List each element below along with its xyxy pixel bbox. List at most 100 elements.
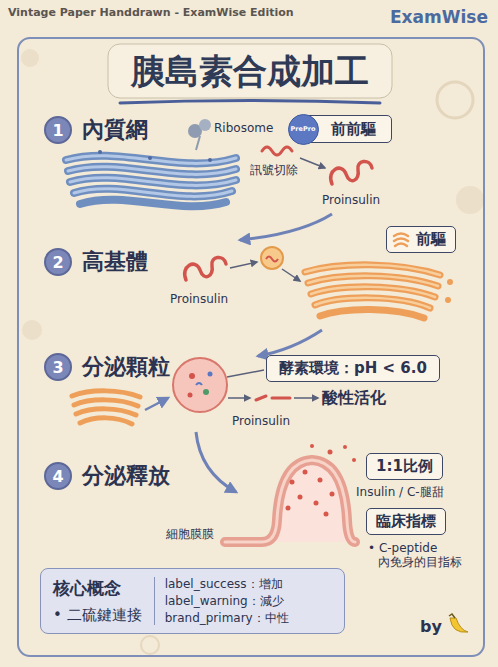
- small-arrow: [294, 397, 318, 399]
- secretory-granule: [196, 383, 202, 385]
- legend-note: brand_primary：中性: [165, 610, 289, 627]
- endoplasmic-reticulum: [74, 189, 232, 197]
- exocytosis: [310, 444, 314, 448]
- ribosome: [188, 119, 211, 150]
- exocytosis: [343, 445, 347, 449]
- process-label: 訊號切除: [250, 163, 298, 177]
- exocytosis: [328, 450, 333, 455]
- step-number: 4: [44, 462, 72, 490]
- step-digit: 3: [52, 358, 63, 377]
- paper-stains: [437, 82, 473, 118]
- banana-icon: [450, 618, 468, 632]
- page-frame: [18, 38, 484, 656]
- golgi-apparatus: [305, 265, 453, 318]
- clinical-note: • C-peptide 內免身的目指标: [368, 541, 472, 570]
- ratio-box: 1:1比例: [366, 453, 443, 480]
- signal-peptide: [262, 147, 292, 155]
- title-frame: [108, 44, 392, 98]
- molecule-label: Proinsulin: [232, 414, 290, 428]
- transport-vesicle: [266, 257, 278, 262]
- small-arrow: [228, 397, 250, 399]
- part-label: Ribosome: [214, 121, 273, 135]
- process-label: 酸性活化: [322, 388, 386, 407]
- step-heading: 內質網: [82, 117, 148, 143]
- golgi-small: [80, 418, 132, 424]
- paper-stains: [21, 49, 484, 654]
- endoplasmic-reticulum: [74, 189, 232, 197]
- secretory-granule: [173, 358, 227, 412]
- step-digit: 4: [52, 467, 63, 486]
- signal-peptide: [300, 158, 325, 168]
- panel-heading: 核心概念: [53, 577, 142, 600]
- stage-tag: 前驅: [386, 226, 456, 253]
- proinsulin-coil: [185, 257, 226, 280]
- secretory-granule: [208, 372, 213, 377]
- panel-column: 核心概念 • 二硫鍵連接: [41, 569, 154, 633]
- golgi-small: [76, 409, 136, 415]
- step-digit: 1: [52, 121, 63, 140]
- exocytosis: [286, 506, 291, 511]
- condition-box: 酵素環境：pH < 6.0: [266, 355, 440, 382]
- molecule-label: Proinsulin: [322, 193, 380, 207]
- endoplasmic-reticulum: [70, 178, 236, 186]
- header-note: Vintage Paper Handdrawn - ExamWise Editi…: [8, 6, 294, 19]
- step-number: 1: [44, 116, 72, 144]
- endoplasmic-reticulum: [66, 156, 236, 164]
- part-label: 細胞膜膜: [166, 527, 214, 541]
- endoplasmic-reticulum: [70, 178, 236, 186]
- node-text: PrePro: [291, 125, 316, 133]
- credit: by: [420, 617, 442, 636]
- step-heading: 分泌釋放: [82, 463, 170, 489]
- endoplasmic-reticulum: [98, 150, 102, 154]
- golgi-apparatus: [320, 309, 424, 318]
- exocytosis: [352, 458, 356, 462]
- proinsulin-coil: [331, 161, 372, 184]
- title-underline: [120, 101, 380, 104]
- endoplasmic-reticulum: [68, 167, 236, 175]
- exocytosis: [303, 470, 308, 475]
- secretory-granule: [203, 389, 209, 395]
- node-text: 前前驅: [331, 120, 376, 139]
- legend-note: label_success：增加: [165, 576, 289, 593]
- paper-stains: [141, 636, 159, 654]
- golgi-small: [72, 391, 140, 397]
- exocytosis: [225, 444, 356, 542]
- transport-vesicle: [261, 247, 283, 269]
- endoplasmic-reticulum: [80, 200, 226, 207]
- ribosome: [199, 119, 211, 131]
- endoplasmic-reticulum: [66, 156, 236, 164]
- step-heading: 分泌顆粒: [82, 354, 170, 380]
- ratio-note: Insulin / C-腿甜: [356, 485, 444, 499]
- banana-icon: [449, 614, 455, 618]
- small-arrow: [282, 269, 300, 281]
- endoplasmic-reticulum: [208, 158, 212, 162]
- transport-vesicle: [261, 247, 283, 269]
- node-text: 臨床指標: [376, 512, 436, 531]
- paper-stains: [456, 186, 484, 214]
- stage-tag: 前前驅PrePro: [302, 115, 392, 143]
- exocytosis: [324, 512, 329, 517]
- banana-icon: [449, 614, 468, 632]
- golgi-apparatus: [447, 279, 453, 285]
- molecule-label: Proinsulin: [170, 292, 228, 306]
- exocytosis: [298, 495, 303, 500]
- clinical-box: 臨床指標: [366, 508, 446, 535]
- small-arrow: [145, 398, 168, 410]
- step-number: 2: [44, 248, 72, 276]
- peptide-fragments: [256, 396, 290, 400]
- flow-arrow: [258, 330, 322, 356]
- exocytosis: [318, 478, 323, 483]
- secretory-granule: [189, 373, 195, 379]
- step-digit: 2: [52, 253, 63, 272]
- endoplasmic-reticulum: [68, 167, 236, 175]
- panel-point: • 二硫鍵連接: [53, 606, 142, 625]
- peptide-fragments: [256, 396, 266, 400]
- endoplasmic-reticulum: [148, 156, 152, 160]
- secretory-granule: [173, 358, 227, 412]
- peptide-fragments: [272, 397, 290, 400]
- endoplasmic-reticulum: [66, 150, 236, 206]
- title: 胰島素合成加工: [108, 44, 392, 98]
- small-arrow: [230, 262, 257, 268]
- exocytosis: [225, 460, 355, 542]
